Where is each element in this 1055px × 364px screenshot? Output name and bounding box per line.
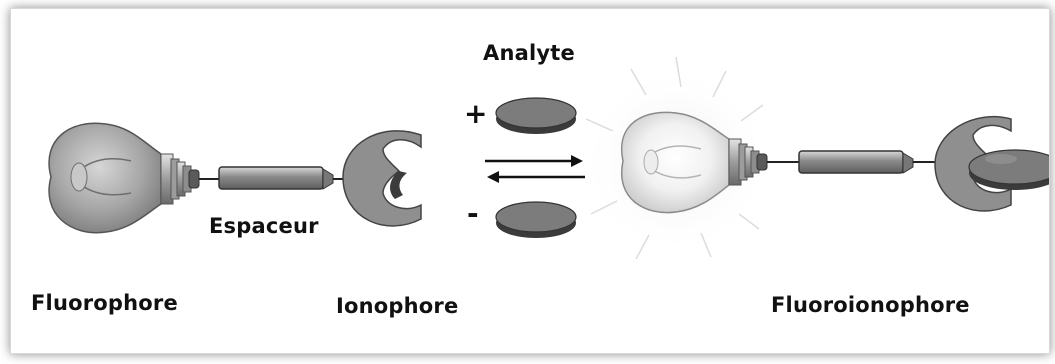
spacer-right xyxy=(767,150,939,174)
analyte-label: Analyte xyxy=(483,41,575,65)
fluoroionophore-bulb xyxy=(620,111,768,214)
analyte-disc-bottom xyxy=(495,201,577,238)
analyte-disc-top xyxy=(495,97,577,134)
plus-sign: + xyxy=(464,97,488,130)
fluorophore-bulb xyxy=(48,122,200,234)
minus-sign: - xyxy=(467,197,479,230)
fluoroionophore-label: Fluoroionophore xyxy=(771,293,970,317)
ionophore-shape xyxy=(342,130,422,227)
diagram-frame: Analyte + - Espaceur Fluorophore Ionopho… xyxy=(10,8,1050,354)
diagram-canvas xyxy=(48,56,1049,260)
equilibrium-arrows xyxy=(485,155,585,183)
ionophore-label: Ionophore xyxy=(336,294,459,318)
fluorophore-label: Fluorophore xyxy=(31,291,178,315)
bound-ionophore xyxy=(934,116,1049,212)
spacer-left xyxy=(199,166,353,190)
spacer-label: Espaceur xyxy=(209,214,319,238)
